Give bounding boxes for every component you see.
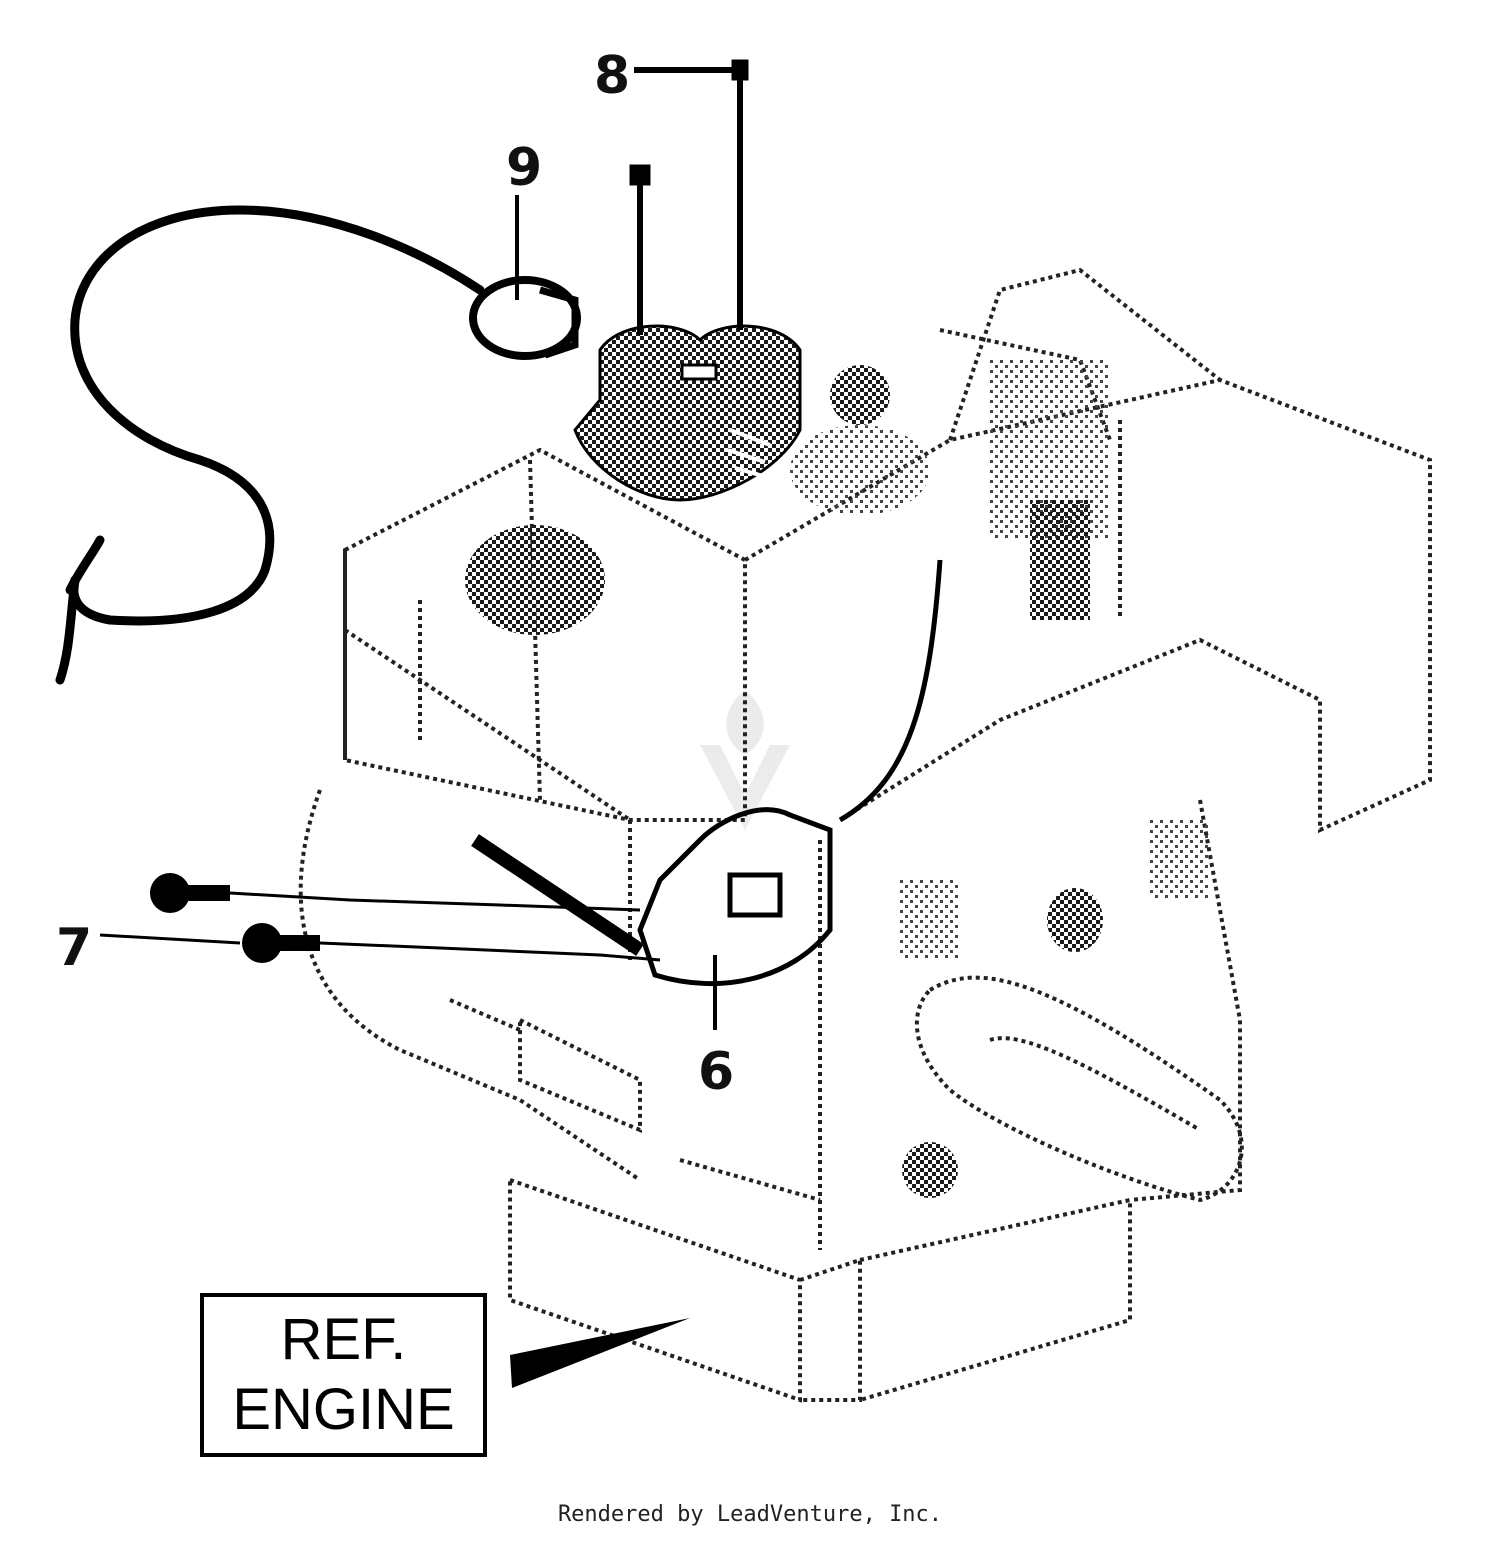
part-9-wire [55,205,485,685]
callout-7: 7 [56,918,93,978]
callout-8: 8 [594,46,631,106]
part-7-screws [99,834,661,963]
ref-arrow [510,1318,690,1388]
part-9-plug [469,276,581,360]
ref-label-line1: REF. [280,1307,407,1372]
watermark-logo [700,690,790,830]
ref-label-line2: ENGINE [232,1377,455,1442]
callout-6: 6 [698,1042,735,1102]
part-8-housing [573,324,890,502]
callout-9: 9 [506,138,543,198]
shaded-regions [465,360,1210,1198]
ref-engine-box: REF. ENGINE [200,1293,487,1457]
footer-credit: Rendered by LeadVenture, Inc. [557,1502,943,1527]
callout-leaders [515,59,749,1030]
part-6-bracket [637,559,943,987]
